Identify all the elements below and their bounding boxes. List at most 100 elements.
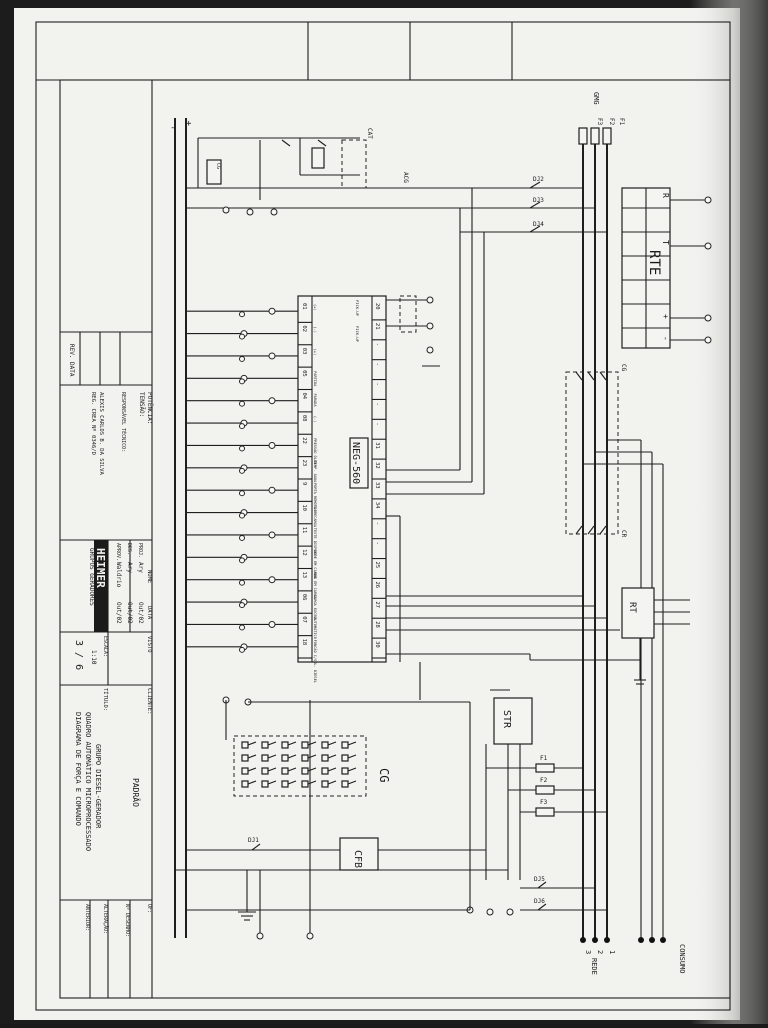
neg-terminal-left: 13	[301, 572, 307, 579]
svg-text:R: R	[661, 193, 670, 198]
cg-contact-blade	[327, 754, 337, 759]
cg-cr-contactors: CG CR	[565, 364, 663, 538]
cg-contact-blade	[267, 767, 277, 772]
row-role-1: PROJ.	[137, 543, 143, 558]
terminal-point	[268, 576, 276, 584]
cg-contact-blade	[347, 780, 357, 785]
right-label-1: Nº DESENHO:	[124, 904, 130, 937]
bottom-terminals	[222, 653, 641, 940]
neg-terminal-right: 33	[374, 482, 380, 489]
neg-signal-label: CARGA EXCED.	[313, 595, 317, 621]
terminal-point	[239, 311, 245, 318]
row-name-3: Waldrio	[115, 562, 122, 588]
terminal-point	[239, 378, 245, 385]
cg-contact-blade	[347, 741, 357, 746]
cg-contact	[301, 754, 309, 762]
gmg-label: GMG	[592, 92, 600, 105]
rt-label: RT	[627, 602, 637, 613]
neg-bus-wires	[386, 188, 620, 662]
terminal-point	[268, 352, 276, 360]
relay-network: CG CAT ACG	[197, 128, 420, 216]
neg-terminal-right: -	[374, 422, 380, 425]
svg-text:-: -	[661, 336, 670, 341]
neg-560-controller: NEG-560 0102030504082223910111213060718 …	[297, 295, 387, 683]
cg-contact-blade	[347, 754, 357, 759]
neg-terminal-left: 07	[301, 616, 307, 623]
potencia-label: POTÊNCIA:	[146, 392, 154, 425]
neg-terminal-right: 27	[374, 601, 380, 608]
terminal-point	[268, 531, 276, 539]
rt-relay: RT	[621, 587, 690, 685]
neg-signal-label: (-)	[313, 416, 317, 423]
neg-signal-label: TESTE DISPLAY	[313, 528, 317, 557]
data-label: DATA	[68, 362, 75, 377]
nome-col-label: NOME	[146, 570, 152, 583]
neg-terminal-right: -	[374, 402, 380, 405]
neg-signal-label: REDE EM CARGA	[313, 550, 317, 579]
titulo-line-1: GRUPO DIESEL-GERADOR	[94, 744, 102, 829]
page-shadow	[690, 0, 768, 1024]
acg-label: ACG	[402, 172, 409, 183]
neg-terminal-left: 04	[301, 393, 307, 400]
heimer-logo	[94, 540, 108, 632]
terminal-point	[239, 400, 245, 407]
row-role-3: APROV.	[115, 543, 121, 561]
responsavel-label: RESPONSÁVEL TÉCNICO:	[120, 392, 128, 452]
terminal-point	[268, 307, 276, 315]
terminal-point	[268, 620, 276, 628]
escala-value: 1:10	[90, 650, 97, 665]
cg-contact	[241, 767, 249, 775]
neg-signal-label: GMG EM CARGA	[313, 573, 317, 600]
terminal-point	[239, 490, 245, 497]
terminal-point	[239, 512, 245, 519]
cat-label: CAT	[366, 128, 373, 139]
cg-contact	[281, 780, 289, 788]
terminal-point	[268, 397, 276, 405]
neg-signal-label: FUNCÃO C/SOL. DIESEL	[313, 640, 318, 683]
cg-contact	[241, 754, 249, 762]
neg-terminal-right: 26	[374, 581, 380, 588]
svg-text:T: T	[661, 240, 670, 245]
cg-contact-blade	[267, 780, 277, 785]
terminal-point	[239, 557, 245, 564]
neg-label: NEG-560	[350, 442, 361, 484]
cg-contact-blade	[307, 780, 317, 785]
dj1-label: DJ1	[248, 837, 259, 844]
neg-terminal-left: 12	[301, 549, 307, 556]
row-role-2: DES.	[126, 543, 132, 555]
cliente-label: CLIENTE:	[146, 688, 152, 715]
fuses-top: F1 F2 F3	[578, 118, 625, 145]
cg-contact	[321, 780, 329, 788]
neg-signal-label: PRESSÃO ÓLEO	[313, 438, 318, 464]
neg-terminal-right: 32	[374, 462, 380, 469]
cg-contact	[261, 767, 269, 775]
neg-signal-label: TEMP. ÁGUA	[313, 461, 318, 483]
cg-contact-blade	[287, 754, 297, 759]
neg-terminal-right: -	[374, 343, 380, 346]
neg-input-wires	[186, 307, 298, 653]
neg-terminal-right: 25	[374, 562, 380, 569]
cg-contact	[301, 780, 309, 788]
neg-terminal-right: 30	[374, 641, 380, 648]
cg-contact	[241, 780, 249, 788]
cg-contact	[261, 780, 269, 788]
terminal-point	[239, 423, 245, 430]
neg-terminal-left: 22	[301, 437, 307, 444]
cg-contact	[341, 754, 349, 762]
neg-terminal-left: 11	[301, 527, 307, 534]
cg-contact	[281, 754, 289, 762]
svg-text:F3: F3	[596, 118, 603, 126]
neg-signal-label: SOBRECARGA	[313, 505, 317, 527]
neg-terminal-right: -	[374, 542, 380, 545]
svg-text:+: +	[661, 314, 670, 319]
tensao-label: TENSÃO:	[138, 392, 145, 417]
neg-signal-label: PORTA REMOTA	[313, 483, 317, 510]
str-label: STR	[501, 710, 512, 729]
sheet-number: 3 / 6	[73, 640, 84, 670]
row-name-2: Ary	[126, 562, 133, 573]
titulo-line-3: DIAGRAMA DE FORÇA E COMANDO	[74, 712, 82, 826]
cg-contact	[321, 754, 329, 762]
neg-signal-label: (-)	[313, 326, 317, 333]
neg-terminal-right: 20	[374, 303, 380, 310]
